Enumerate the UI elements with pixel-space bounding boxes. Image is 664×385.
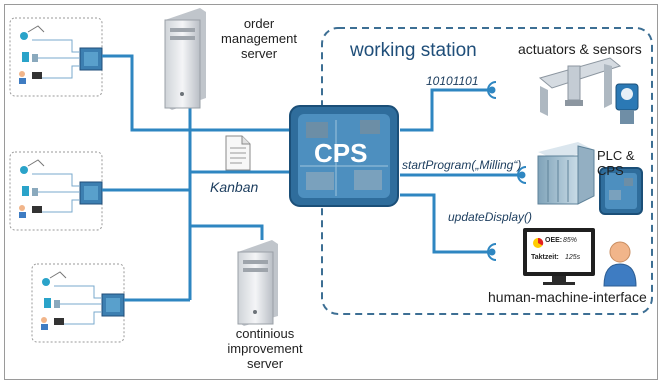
actuators-sensors-icon xyxy=(538,57,639,124)
ci-server-icon xyxy=(237,240,278,326)
production-cell-3 xyxy=(31,263,125,343)
hmi-takt-value: 125s xyxy=(565,254,581,261)
hmi-monitor-icon xyxy=(523,228,595,285)
diagram-frame xyxy=(4,4,658,380)
order-server-label: order management server xyxy=(221,16,297,61)
production-cell-1 xyxy=(9,17,103,97)
ci-server-label: continious improvement server xyxy=(227,326,303,371)
user-avatar-icon xyxy=(603,241,637,287)
hmi-label: human-machine-interface xyxy=(488,289,647,305)
hmi-takt-label: Taktzeit: xyxy=(531,254,559,261)
working-station-border xyxy=(321,27,653,315)
message-binary: 10101101 xyxy=(426,74,479,88)
message-start-program: startProgram(„Milling“) xyxy=(402,158,522,172)
connector-ports xyxy=(487,81,527,261)
hmi-oee-value: 85% xyxy=(563,237,578,244)
kanban-document-icon xyxy=(225,135,251,171)
cps-board xyxy=(289,105,399,207)
actuators-sensors-label: actuators & sensors xyxy=(518,41,642,57)
hmi-oee-label: OEE: xyxy=(545,237,563,244)
plc-cps-label: PLC & CPS xyxy=(597,148,635,178)
cps-label: CPS xyxy=(314,138,368,168)
message-update-display: updateDisplay() xyxy=(448,210,533,224)
working-station-title: working station xyxy=(350,40,477,61)
order-server-icon xyxy=(164,8,206,110)
plc-cabinet-icon xyxy=(537,142,595,205)
kanban-label: Kanban xyxy=(210,179,259,195)
plc-cps-board xyxy=(599,167,643,215)
production-cell-2 xyxy=(9,151,103,231)
